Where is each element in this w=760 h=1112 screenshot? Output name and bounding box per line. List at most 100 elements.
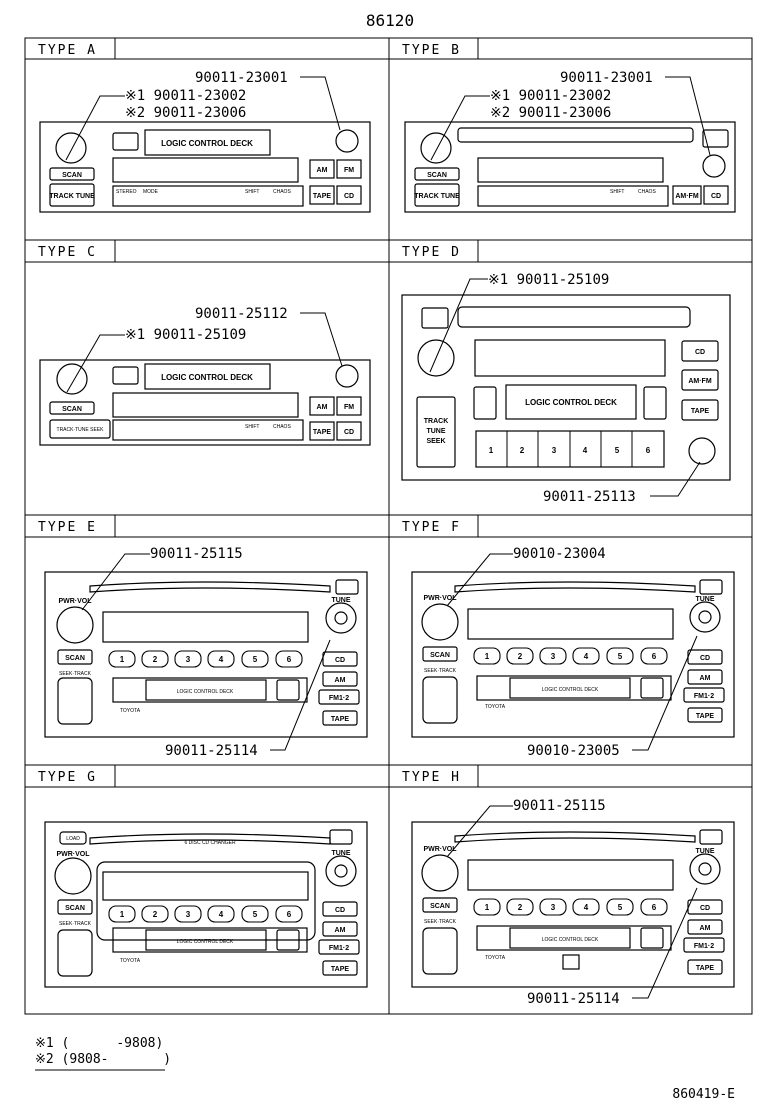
- type-g-tune-label: TUNE: [331, 850, 350, 857]
- type-d-preset-row: [506, 431, 633, 467]
- type-g-unit: [44, 821, 368, 988]
- type-f-fm-label: FM1·2: [694, 693, 714, 700]
- type-h-fm-label: FM1·2: [694, 943, 714, 950]
- type-e-part-bottom: 90011-25114: [165, 743, 258, 759]
- type-g-deck-label: LOGIC CONTROL DECK: [177, 939, 234, 945]
- type-d-cd-label: CD: [695, 349, 705, 356]
- type-c-am-label: AM: [317, 404, 328, 411]
- type-f-part-top: 90010-23004: [513, 546, 606, 562]
- type-d-preset-1: 1: [489, 446, 494, 455]
- type-b-leaders: [430, 76, 711, 161]
- type-g-p1: 1: [120, 910, 125, 919]
- type-h-toyota-label: TOYOTA: [485, 955, 506, 961]
- type-a-tape-label: TAPE: [313, 193, 331, 200]
- type-a-part-2: ※2 90011-23006: [125, 105, 246, 121]
- type-e-scan-label: SCAN: [65, 655, 85, 662]
- type-c-deck-label: LOGIC CONTROL DECK: [161, 373, 253, 382]
- type-f-p6: 6: [652, 652, 657, 661]
- type-a-shift-label: SHIFT: [245, 189, 259, 195]
- note-2: ※2 (9808- ): [35, 1052, 171, 1067]
- type-d-tune-label: TUNE: [426, 428, 445, 435]
- type-b-chaos-label: CHAOS: [638, 189, 656, 195]
- type-h-p5: 5: [618, 903, 623, 912]
- type-g-presets: [108, 905, 303, 923]
- type-a-part-1: ※1 90011-23002: [125, 88, 246, 104]
- type-e-toyota-label: TOYOTA: [120, 708, 141, 714]
- type-e-part-top: 90011-25115: [150, 546, 243, 562]
- type-f-seek-label: SEEK·TRACK: [424, 668, 457, 674]
- type-e-am-label: AM: [335, 677, 346, 684]
- type-c-chaos-label: CHAOS: [273, 424, 291, 430]
- type-a-deck-label: LOGIC CONTROL DECK: [161, 139, 253, 148]
- type-g-p3: 3: [186, 910, 191, 919]
- type-h-tape-label: TAPE: [696, 965, 714, 972]
- type-e-presets: [108, 650, 303, 668]
- type-d-seek-label: SEEK: [426, 438, 445, 445]
- type-h-p4: 4: [584, 903, 589, 912]
- type-c-cd-label: CD: [344, 429, 354, 436]
- type-a-leaders: [65, 76, 341, 161]
- type-f-part-bottom: 90010-23005: [527, 743, 620, 759]
- type-h-deck-label: LOGIC CONTROL DECK: [542, 937, 599, 943]
- type-d-label: TYPE D: [402, 245, 461, 260]
- type-c-track-label: TRACK·TUNE SEEK: [57, 427, 105, 433]
- type-b-label: TYPE B: [402, 43, 461, 58]
- type-e-unit: [44, 571, 368, 738]
- type-h-unit: [411, 821, 735, 988]
- type-f-am-label: AM: [700, 675, 711, 682]
- type-g-cd-label: CD: [335, 907, 345, 914]
- type-d-unit: [401, 294, 731, 481]
- type-e-p3: 3: [186, 655, 191, 664]
- type-h-label: TYPE H: [402, 770, 461, 785]
- type-f-p3: 3: [551, 652, 556, 661]
- type-h-presets: [473, 898, 668, 916]
- type-f-presets: [473, 647, 668, 665]
- type-h-p1: 1: [485, 903, 490, 912]
- type-g-tape-label: TAPE: [331, 966, 349, 973]
- type-g-load-label: LOAD: [66, 836, 80, 842]
- type-e-p1: 1: [120, 655, 125, 664]
- grid-frame: [24, 37, 753, 1015]
- type-f-p1: 1: [485, 652, 490, 661]
- type-f-label: TYPE F: [402, 520, 461, 535]
- type-a-unit: [39, 121, 371, 213]
- type-d-track-label: TRACK: [424, 418, 449, 425]
- type-d-preset-5: 5: [615, 446, 620, 455]
- type-e-pwr-label: PWR·VOL: [58, 598, 92, 605]
- type-d-deck-label: LOGIC CONTROL DECK: [525, 398, 617, 407]
- type-d-part-bottom: 90011-25113: [543, 489, 636, 505]
- type-f-p2: 2: [518, 652, 523, 661]
- type-a-scan-label: SCAN: [62, 172, 82, 179]
- type-c-tape-label: TAPE: [313, 429, 331, 436]
- footer-code: 860419-E: [672, 1087, 735, 1102]
- type-h-seek-label: SEEK·TRACK: [424, 919, 457, 925]
- type-c-part-1: ※1 90011-25109: [125, 327, 246, 343]
- type-f-cd-label: CD: [700, 655, 710, 662]
- type-a-chaos-label: CHAOS: [273, 189, 291, 195]
- type-h-p6: 6: [652, 903, 657, 912]
- type-e-fm-label: FM1·2: [329, 695, 349, 702]
- type-e-p6: 6: [287, 655, 292, 664]
- type-e-tune-label: TUNE: [331, 597, 350, 604]
- type-f-pwr-label: PWR·VOL: [423, 595, 457, 602]
- type-c-part-top: 90011-25112: [195, 306, 288, 322]
- type-h-leaders: [446, 805, 698, 999]
- type-e-p4: 4: [219, 655, 224, 664]
- type-b-amfm-label: AM·FM: [675, 193, 698, 200]
- type-d-preset-6: 6: [646, 446, 651, 455]
- type-d-preset-3: 3: [552, 446, 557, 455]
- type-b-shift-label: SHIFT: [610, 189, 624, 195]
- type-e-deck-label: LOGIC CONTROL DECK: [177, 689, 234, 695]
- type-h-part-top: 90011-25115: [513, 798, 606, 814]
- type-a-stereo-label: STEREO: [116, 189, 137, 195]
- type-g-label: TYPE G: [38, 770, 97, 785]
- type-e-seek-label: SEEK·TRACK: [59, 671, 92, 677]
- type-a-fm-label: FM: [344, 167, 354, 174]
- note-1: ※1 ( -9808): [35, 1036, 163, 1051]
- type-b-track-label: TRACK TUNE: [414, 193, 460, 200]
- type-b-part-2: ※2 90011-23006: [490, 105, 611, 121]
- type-f-leaders: [446, 553, 698, 751]
- type-g-pwr-label: PWR·VOL: [56, 851, 90, 858]
- type-c-leaders: [66, 312, 343, 393]
